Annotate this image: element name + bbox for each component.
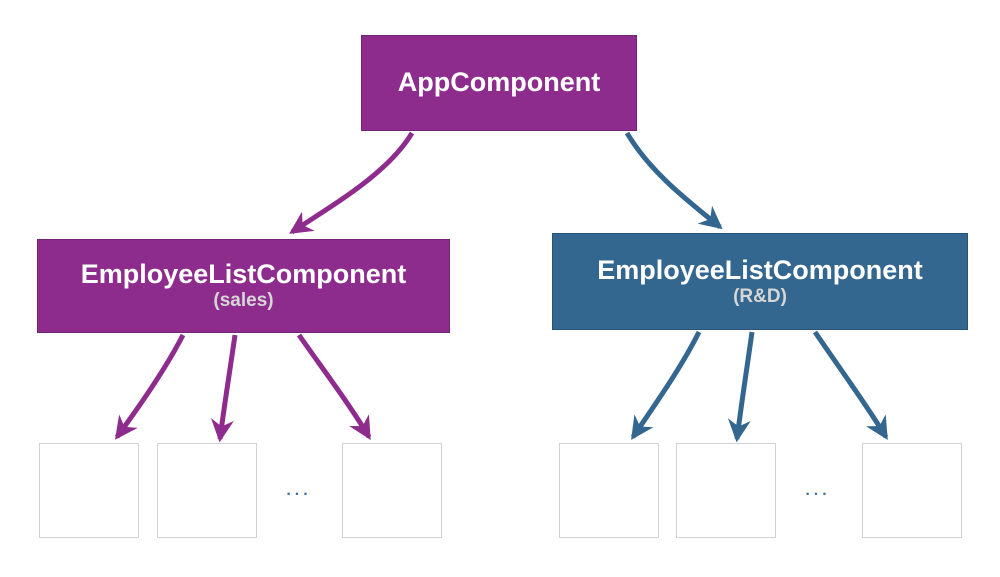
employee-label: E2 bbox=[192, 473, 222, 507]
app-component-node: AppComponent bbox=[361, 35, 637, 131]
employee-node-rnd-e1: E1 bbox=[559, 443, 659, 538]
employee-label: E2 bbox=[711, 473, 741, 507]
employee-node-rnd-e2: E2 bbox=[676, 443, 776, 538]
app-component-title: AppComponent bbox=[397, 67, 601, 98]
employee-list-rnd-subtitle: (R&D) bbox=[733, 285, 787, 307]
employee-list-sales-subtitle: (sales) bbox=[213, 290, 274, 312]
arrow-rnd-to-en-icon bbox=[812, 330, 889, 440]
employee-label: E1 bbox=[594, 473, 624, 507]
arrow-sales-to-e1-icon bbox=[114, 333, 186, 440]
employee-list-sales-node: EmployeeListComponent (sales) bbox=[37, 239, 450, 333]
employee-list-rnd-node: EmployeeListComponent (R&D) bbox=[552, 233, 968, 330]
employee-label: E1 bbox=[74, 473, 104, 507]
arrow-rnd-to-e2-icon bbox=[727, 331, 755, 443]
arrow-sales-to-e2-icon bbox=[211, 334, 238, 443]
arrow-root-to-sales-icon bbox=[289, 131, 415, 235]
employee-label: En bbox=[897, 473, 927, 507]
employee-list-rnd-title: EmployeeListComponent bbox=[597, 254, 923, 285]
ellipsis-rnd: ... bbox=[805, 482, 831, 499]
employee-node-sales-en: En bbox=[342, 443, 442, 538]
employee-node-sales-e1: E1 bbox=[39, 443, 139, 538]
employee-node-rnd-en: En bbox=[862, 443, 962, 538]
employee-node-sales-e2: E2 bbox=[157, 443, 257, 538]
employee-list-sales-title: EmployeeListComponent bbox=[80, 259, 407, 290]
arrow-root-to-rnd-icon bbox=[624, 131, 723, 230]
arrow-rnd-to-e1-icon bbox=[630, 330, 702, 440]
arrow-sales-to-en-icon bbox=[296, 333, 372, 440]
employee-label: En bbox=[377, 473, 407, 507]
ellipsis-sales: ... bbox=[286, 482, 312, 499]
